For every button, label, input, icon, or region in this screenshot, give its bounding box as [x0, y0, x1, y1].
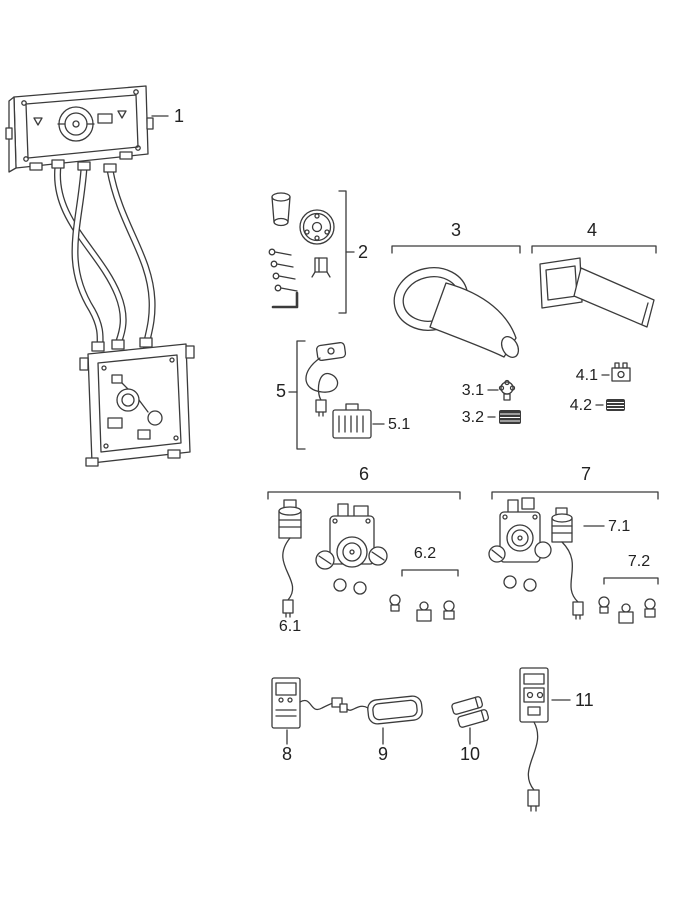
- part-label-5-1: 5.1: [388, 416, 410, 433]
- allen-key: [271, 291, 299, 309]
- part-1-function-box: [79, 337, 195, 467]
- part-10-batteries: [451, 696, 490, 745]
- part-1-hoses: [54, 162, 156, 350]
- part-6-1-solenoid: [278, 499, 302, 618]
- part-6-mixer-group: [267, 491, 461, 622]
- part-5-1-module: [332, 403, 385, 439]
- screws: [268, 248, 298, 292]
- part-8-power-supply: [271, 677, 343, 745]
- part-label-4-1: 4.1: [576, 367, 598, 384]
- part-label-3-1: 3.1: [462, 382, 484, 399]
- part-label-7-2: 7.2: [628, 553, 650, 570]
- part-label-2: 2: [358, 242, 368, 262]
- part-2-escutcheon-set: [268, 190, 355, 314]
- part-4-1-aerator-key: [601, 362, 631, 382]
- part-7-1-solenoid: [551, 507, 605, 620]
- part-label-7: 7: [581, 464, 591, 484]
- part-label-6-1: 6.1: [279, 618, 301, 635]
- part-11-control-module: [519, 667, 571, 812]
- part-3-round-spout: [391, 245, 521, 358]
- part-label-11: 11: [575, 690, 594, 710]
- part-label-4: 4: [587, 220, 597, 240]
- part-label-10: 10: [460, 744, 480, 764]
- part-label-8: 8: [282, 744, 292, 764]
- part-1-mounting-plate: [5, 85, 169, 173]
- part-label-9: 9: [378, 744, 388, 764]
- part-7-valve-group: [488, 491, 659, 624]
- part-7-valve: [488, 497, 552, 592]
- part-5-sensor-cable: [288, 340, 347, 450]
- part-label-6-2: 6.2: [414, 545, 436, 562]
- part-label-3: 3: [451, 220, 461, 240]
- part-4-2-aerator-insert: [595, 399, 625, 411]
- part-label-1: 1: [174, 106, 184, 126]
- part-label-4-2: 4.2: [570, 397, 592, 414]
- part-label-5: 5: [276, 381, 286, 401]
- part-label-7-1: 7.1: [608, 518, 630, 535]
- part-label-3-2: 3.2: [462, 409, 484, 426]
- part-3-1-aerator-key: [487, 379, 516, 401]
- part-3-2-aerator-insert: [487, 410, 521, 424]
- part-6-2-fittings: [389, 569, 459, 622]
- part-4-square-spout: [531, 245, 657, 328]
- part-7-2-fittings: [598, 577, 659, 624]
- part-6-mixer-valve: [315, 503, 388, 595]
- part-9-battery-pack: [339, 695, 423, 745]
- part-label-6: 6: [359, 464, 369, 484]
